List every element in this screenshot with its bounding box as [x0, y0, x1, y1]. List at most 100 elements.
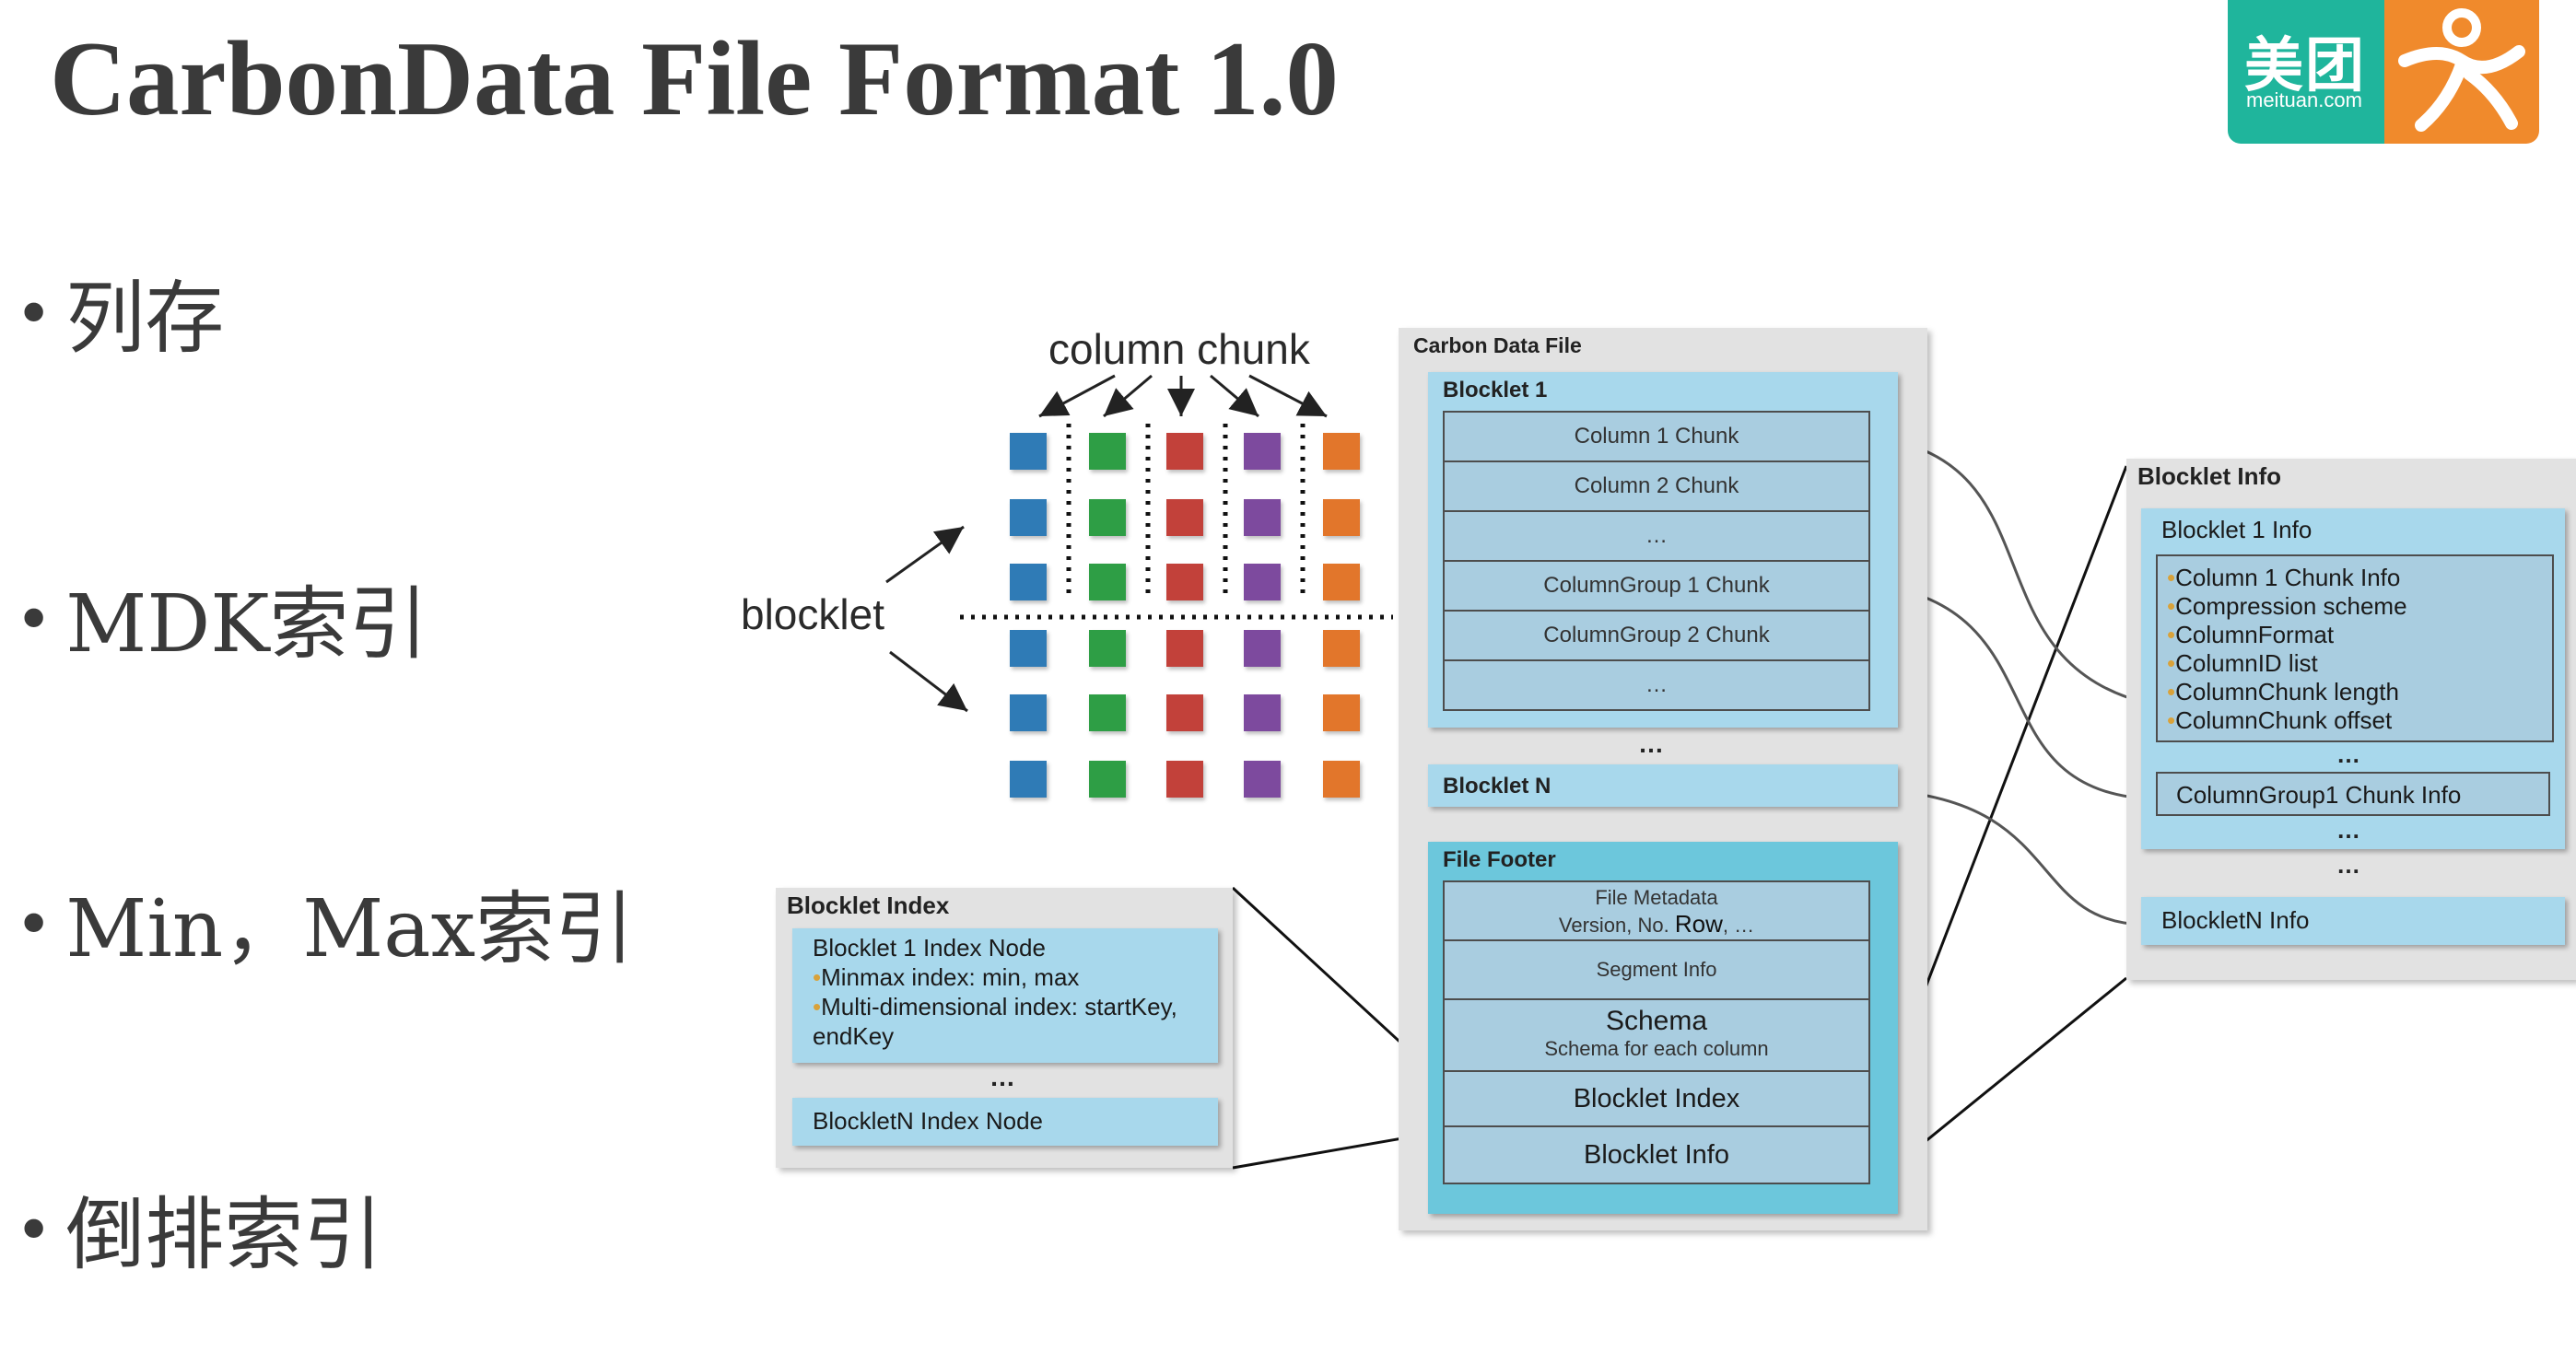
blockletN-label: Blocklet N: [1443, 774, 1551, 798]
bullet-item-columnar: •列存: [15, 253, 224, 368]
item-text: Column 1 Chunk Info: [2175, 564, 2401, 591]
schema-subtitle: Schema for each column: [1544, 1037, 1769, 1060]
item-bullet: •: [2167, 592, 2176, 620]
info-blocklets-ellipsis: …: [2336, 851, 2360, 879]
index-node1-item-mdk: •Multi-dimensional index: startKey,: [813, 993, 1177, 1021]
item-text: Minmax index: min, max: [821, 963, 1080, 991]
bullet-dot: •: [15, 1193, 53, 1268]
item-text: ColumnFormat: [2175, 621, 2335, 648]
index-node1-title: Blocklet 1 Index Node: [813, 934, 1046, 962]
blockletN-info-panel: BlockletN Info: [2141, 897, 2565, 945]
curved-arrows: [1870, 437, 2157, 927]
column-chunk-square: [1089, 761, 1126, 798]
metadata-row-text: Row: [1674, 910, 1723, 938]
column-chunk-square: [1166, 630, 1203, 667]
blockletN-panel: Blocklet N: [1428, 764, 1898, 807]
column-chunk-square: [1244, 564, 1281, 600]
bullet-dot: •: [15, 276, 53, 352]
logo-left-panel: 美团 meituan.com: [2228, 0, 2384, 144]
item-bullet: •: [2167, 621, 2176, 648]
logo-english-text: meituan.com: [2246, 88, 2362, 111]
column-chunk-square: [1244, 433, 1281, 470]
blocklet1-chunk-row: Column 1 Chunk: [1443, 411, 1870, 462]
bullet-item-inverted-index: •倒排索引: [15, 1170, 382, 1285]
column-chunk-square: [1010, 433, 1047, 470]
item-text: ColumnChunk offset: [2175, 706, 2393, 734]
blocklet1-chunk-row: Column 2 Chunk: [1443, 460, 1870, 512]
column-chunk-square: [1089, 694, 1126, 731]
blocklets-ellipsis: …: [1638, 729, 1664, 758]
bullet-item-mdk-index: •MDK索引: [15, 559, 428, 674]
column-chunk-square: [1089, 499, 1126, 536]
index-nodes-ellipsis: …: [989, 1063, 1015, 1091]
column-chunk-square: [1244, 761, 1281, 798]
logo-figure-panel: [2384, 0, 2539, 144]
carbon-data-file-title: Carbon Data File: [1413, 333, 1582, 357]
grid-separators: [960, 424, 1393, 620]
blockletN-index-node: BlockletN Index Node: [792, 1098, 1218, 1146]
blocklet1-chunk-row: ColumnGroup 2 Chunk: [1443, 610, 1870, 661]
item-bullet: •: [2167, 678, 2176, 705]
item-bullet: •: [813, 993, 822, 1020]
info1-item: •Compression scheme: [2167, 592, 2407, 621]
logo-chinese-text: 美团: [2244, 32, 2366, 100]
column-chunk-square: [1166, 499, 1203, 536]
footer-blocklet-index: Blocklet Index: [1443, 1070, 1870, 1127]
dancing-figure-icon: [2398, 8, 2525, 132]
column-chunk-square: [1010, 694, 1047, 731]
file-metadata-detail: Version, No. Row, …: [1445, 910, 1868, 938]
column-chunk-square: [1323, 564, 1360, 600]
index-node1-item-minmax: •Minmax index: min, max: [813, 963, 1079, 992]
column-chunk-square: [1166, 433, 1203, 470]
item-text: Compression scheme: [2175, 592, 2407, 620]
footer-schema: Schema Schema for each column: [1443, 998, 1870, 1072]
bullet-item-minmax-index: •Min，Max索引: [15, 864, 634, 979]
footer-blocklet-info: Blocklet Info: [1443, 1125, 1870, 1184]
item-bullet: •: [2167, 649, 2176, 677]
column-chunk-square: [1166, 761, 1203, 798]
column-chunk-square: [1323, 694, 1360, 731]
blocklet1-chunk-row: ColumnGroup 1 Chunk: [1443, 560, 1870, 612]
index-nodeN-title: BlockletN Index Node: [813, 1107, 1044, 1135]
item-bullet: •: [2167, 706, 2176, 734]
info-groups-ellipsis: …: [2336, 816, 2360, 844]
info1-item: •ColumnID list: [2167, 649, 2318, 678]
columngroup-chunk-info: ColumnGroup1 Chunk Info: [2156, 772, 2550, 816]
blocklet1-title: Blocklet 1: [1443, 378, 1548, 402]
column-chunk-square: [1089, 433, 1126, 470]
column-chunk-square: [1323, 499, 1360, 536]
item-bullet: •: [813, 963, 822, 991]
blocklet-label: blocklet: [741, 590, 884, 638]
info1-item: •ColumnChunk offset: [2167, 706, 2392, 735]
footer-file-metadata: File Metadata Version, No. Row, …: [1443, 880, 1870, 941]
carbon-data-file-panel: Carbon Data File Blocklet 1 Column 1 Chu…: [1399, 328, 1927, 1230]
footer-segment-info: Segment Info: [1443, 939, 1870, 1000]
blocklet1-info-panel: Blocklet 1 Info •Column 1 Chunk Info•Com…: [2141, 508, 2565, 849]
meituan-logo: 美团 meituan.com: [2228, 0, 2539, 144]
bullet-dot: •: [15, 887, 53, 962]
bullet-text: Min，Max索引: [65, 883, 635, 975]
column-chunk-label: column chunk: [1048, 325, 1310, 373]
blocklet-info-title: Blocklet Info: [2137, 462, 2282, 490]
file-footer-title: File Footer: [1443, 847, 1556, 872]
blocklet-index-panel: Blocklet Index Blocklet 1 Index Node •Mi…: [776, 888, 1233, 1168]
bullet-text: MDK索引: [65, 578, 428, 670]
infoN-title: BlockletN Info: [2161, 906, 2310, 934]
file-footer-panel: File Footer File Metadata Version, No. R…: [1428, 842, 1898, 1214]
column-chunk-square: [1323, 433, 1360, 470]
column-chunk-square: [1010, 499, 1047, 536]
blocklet-info-panel: Blocklet Info Blocklet 1 Info •Column 1 …: [2126, 459, 2576, 980]
column-chunk-square: [1010, 761, 1047, 798]
bullet-text: 列存: [65, 273, 225, 365]
bullet-dot: •: [15, 582, 53, 658]
index-node1-item-endkey: endKey: [813, 1022, 895, 1050]
column-chunk-square: [1323, 761, 1360, 798]
column-chunk-square: [1089, 630, 1126, 667]
column-chunk-square: [1010, 564, 1047, 600]
info1-item: •ColumnFormat: [2167, 621, 2334, 649]
metadata-version-text: Version, No.: [1558, 914, 1675, 937]
file-metadata-title: File Metadata: [1595, 886, 1718, 909]
info1-title: Blocklet 1 Info: [2161, 516, 2313, 543]
blocklet-arrows: [885, 525, 968, 713]
